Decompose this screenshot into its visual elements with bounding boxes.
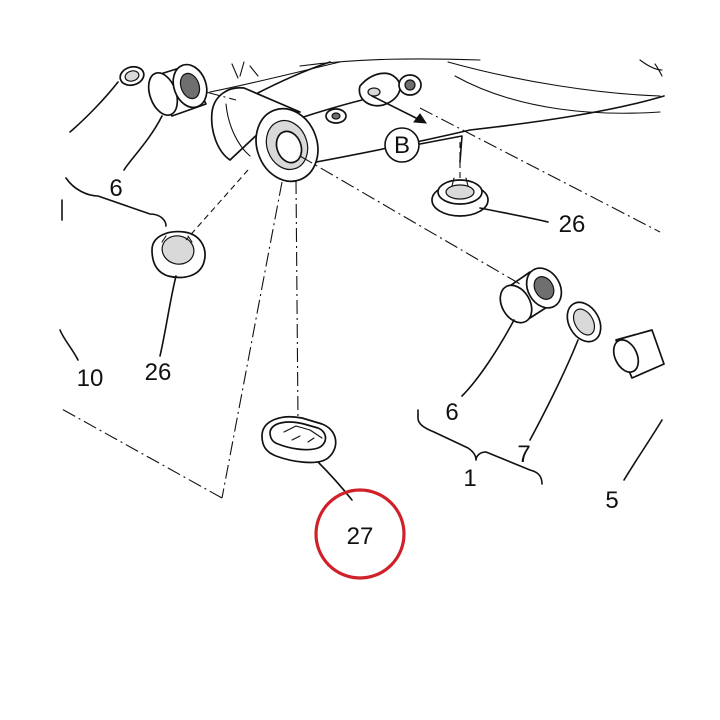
pivot-boss xyxy=(210,86,319,183)
bearing-6-right xyxy=(499,267,563,324)
callout-26-left: 26 xyxy=(145,359,172,386)
callout-6-right: 6 xyxy=(445,399,458,426)
frame-outline xyxy=(209,58,665,166)
callout-5: 5 xyxy=(605,487,618,514)
callout-6-top-left: 6 xyxy=(109,175,122,202)
callout-1: 1 xyxy=(463,465,476,492)
callout-labels: 6 26 26 10 6 7 1 5 27 xyxy=(77,175,619,550)
seal-7 xyxy=(566,301,602,343)
view-b-circle xyxy=(384,127,420,163)
callout-26-top-right: 26 xyxy=(559,211,586,238)
view-b-arrow: B xyxy=(371,95,463,163)
callout-27: 27 xyxy=(347,523,374,550)
callout-10: 10 xyxy=(77,365,104,392)
pivot-pin-5 xyxy=(612,329,665,379)
callout-7: 7 xyxy=(517,441,530,468)
highlight-ring xyxy=(314,488,406,580)
leader-lines xyxy=(59,81,663,501)
bracket-hardware xyxy=(231,61,422,124)
bearing-6-top-left xyxy=(119,63,208,117)
assembly-lines xyxy=(59,91,661,499)
bushing-26-top-right xyxy=(431,177,489,217)
plug-27 xyxy=(261,416,337,464)
view-b-label: B xyxy=(394,132,410,159)
bushing-26-left xyxy=(151,230,206,279)
